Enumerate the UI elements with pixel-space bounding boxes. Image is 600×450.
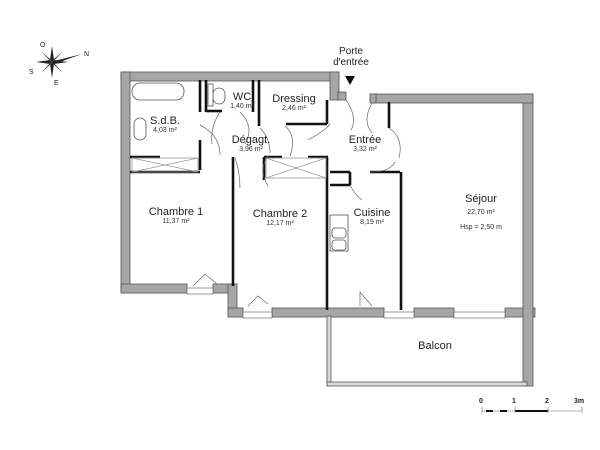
room-sejour: Séjour 22,70 m² Hsp = 2,50 m [446, 193, 516, 231]
room-area: 12,17 m² [266, 220, 294, 227]
room-area: 3,32 m² [353, 146, 377, 153]
ceiling-height: Hsp = 2,50 m [460, 224, 502, 231]
room-name: Dégagt. [231, 134, 271, 146]
room-chambre1: Chambre 1 11,37 m² [144, 206, 208, 225]
room-name: WC [232, 91, 252, 103]
room-cuisine: Cuisine 8,19 m² [346, 207, 398, 226]
compass-east: E [54, 80, 59, 87]
fixtures [131, 82, 349, 252]
windows [186, 287, 506, 319]
room-entree: Entrée 3,32 m² [340, 134, 390, 153]
entrance-label-line2: d'entrée [333, 57, 369, 68]
room-area: 22,70 m² [467, 209, 495, 216]
room-sdb: S.d.B. 4,03 m² [140, 115, 190, 134]
room-name: S.d.B. [150, 115, 180, 127]
sink-icon [133, 117, 147, 141]
door-swings [192, 99, 401, 307]
compass-south: S [29, 69, 34, 76]
entrance-label: Porte d'entrée [328, 46, 374, 68]
room-area: 11,37 m² [162, 218, 190, 225]
room-area: 3,96 m² [239, 146, 263, 153]
closets [131, 157, 327, 179]
scale-tick-1: 1 [512, 398, 516, 405]
room-name: Chambre 2 [252, 208, 308, 220]
compass-rose-icon [36, 46, 82, 78]
room-name: Cuisine [353, 207, 391, 219]
compass-north: N [84, 51, 90, 58]
room-area: 4,03 m² [153, 127, 177, 134]
room-degagt: Dégagt. 3,96 m² [226, 134, 276, 153]
bathtub-icon [131, 82, 185, 101]
entrance-arrow-icon [345, 76, 355, 85]
compass-west: O [40, 42, 46, 49]
room-name: Chambre 1 [148, 206, 204, 218]
room-name: Entrée [348, 134, 382, 146]
scale-bar [481, 407, 583, 413]
room-chambre2: Chambre 2 12,17 m² [248, 208, 312, 227]
scale-tick-2: 2 [545, 398, 549, 405]
room-area: 8,19 m² [360, 219, 384, 226]
room-dressing: Dressing 2,46 m² [266, 93, 322, 112]
scale-tick-0: 0 [479, 398, 483, 405]
room-balcon: Balcon [418, 340, 452, 352]
scale-tick-3: 3m [574, 398, 585, 405]
room-area: 2,46 m² [282, 105, 306, 112]
room-area: 1,40 m² [230, 103, 254, 110]
entrance-label-line1: Porte [339, 46, 363, 57]
room-name: Séjour [465, 193, 497, 205]
room-wc: WC 1,40 m² [222, 91, 262, 110]
room-name: Dressing [272, 93, 316, 105]
